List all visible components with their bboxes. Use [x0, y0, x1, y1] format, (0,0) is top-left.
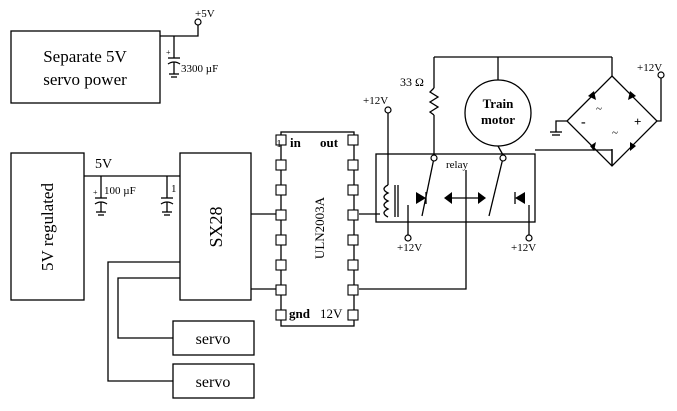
uln-pin-left-6 [275, 259, 287, 271]
servo-b-block [172, 363, 255, 399]
relay-coil [383, 184, 390, 218]
servo-b-label: servo [196, 374, 231, 391]
five-volt-label: 5V [95, 157, 112, 172]
relay-enclosure [375, 153, 536, 223]
uln-out-relay-wire [359, 170, 467, 290]
servo-power-label-1: Separate 5V [43, 47, 127, 66]
uln-pin1-label: 1 [276, 138, 282, 150]
uln-pin-right-3 [347, 184, 359, 196]
servo-power-block [10, 30, 161, 104]
uln-pin-left-2 [275, 159, 287, 171]
bridge-12v-wire [657, 78, 662, 122]
train-motor-label-2: motor [481, 112, 515, 127]
train-motor-label-1: Train [483, 96, 515, 111]
relay-pivot-left [430, 154, 438, 162]
bridge-ac-symbol-1: ~ [596, 103, 602, 115]
relay-label: relay [446, 159, 468, 171]
uln-pin-right-1 [347, 134, 359, 146]
uln-pin-right-4 [347, 209, 359, 221]
uln2003a-block [280, 131, 355, 327]
uln-pin-right-5 [347, 234, 359, 246]
bridge-diode-1 [588, 91, 596, 100]
uln-pin-right-6 [347, 259, 359, 271]
coil-12v-label: +12V [363, 95, 388, 107]
uln-pin-left-1 [275, 134, 287, 146]
uln-in-label: in [290, 135, 302, 150]
relay-arrow-left [444, 192, 452, 204]
bridge-diode-3 [590, 142, 596, 151]
bridge-plus-label: + [634, 114, 641, 129]
motor-bottom-lead [497, 145, 504, 156]
relay-right-12v-terminal [525, 234, 533, 242]
relay-blade-right [488, 157, 504, 217]
servo-a-block [172, 320, 255, 356]
plus5v-terminal [194, 18, 202, 26]
bridge-ground-wire [555, 120, 567, 132]
uln-pin-right-7 [347, 284, 359, 296]
servo-a-wire [117, 277, 180, 339]
servo-power-wire [160, 25, 199, 37]
bridge-12v-terminal [657, 71, 665, 79]
uln-pin-left-3 [275, 184, 287, 196]
uln-12v-label: 12V [320, 306, 343, 321]
servo-power-label-2: servo power [43, 70, 127, 89]
bridge-bottom-wire [535, 149, 613, 166]
uln-pin-left-5 [275, 234, 287, 246]
cap3300-label: 3300 µF [181, 63, 218, 75]
regulated-block [10, 152, 85, 301]
cap100-polarity: + [93, 188, 98, 197]
relay-contact-left [416, 192, 426, 204]
sx28-block [179, 152, 252, 301]
servo-b-wire [107, 261, 180, 382]
relay-blade-left [421, 157, 435, 217]
uln-pin-left-4 [275, 209, 287, 221]
regulated-label: 5V regulated [38, 183, 57, 271]
relay-contact-right [515, 192, 525, 204]
uln-chip-label: ULN2003A [312, 196, 327, 259]
servo-a-label: servo [196, 331, 231, 348]
uln-out-label: out [320, 135, 339, 150]
bridge-ac-symbol-2: ~ [612, 127, 618, 139]
uln-pin-left-7 [275, 284, 287, 296]
bridge-diode-4 [630, 142, 636, 151]
uln-pin-right-8 [347, 309, 359, 321]
cap3300-polarity: + [166, 48, 171, 57]
uln-pin-group [275, 134, 359, 321]
resistor-33 [428, 87, 440, 116]
bridge-diode-2 [628, 91, 636, 100]
sx28-label: SX28 [206, 206, 226, 247]
uln-pin-left-8 [275, 309, 287, 321]
plus5v-label: +5V [195, 8, 215, 20]
relay-pivot-right [499, 154, 507, 162]
relay-left-12v-terminal [404, 234, 412, 242]
cap100-label: 100 µF [104, 185, 136, 197]
uln-pin-right-2 [347, 159, 359, 171]
bridge-minus-label: - [581, 115, 586, 130]
uln-gnd-label: gnd [289, 306, 311, 321]
resistor-label: 33 Ω [400, 75, 424, 89]
bridge-12v-label: +12V [637, 62, 662, 74]
relay-left-12v-label: +12V [397, 242, 422, 254]
coil-12v-terminal [384, 106, 392, 114]
relay-right-12v-label: +12V [511, 242, 536, 254]
relay-arrow-right [478, 192, 486, 204]
